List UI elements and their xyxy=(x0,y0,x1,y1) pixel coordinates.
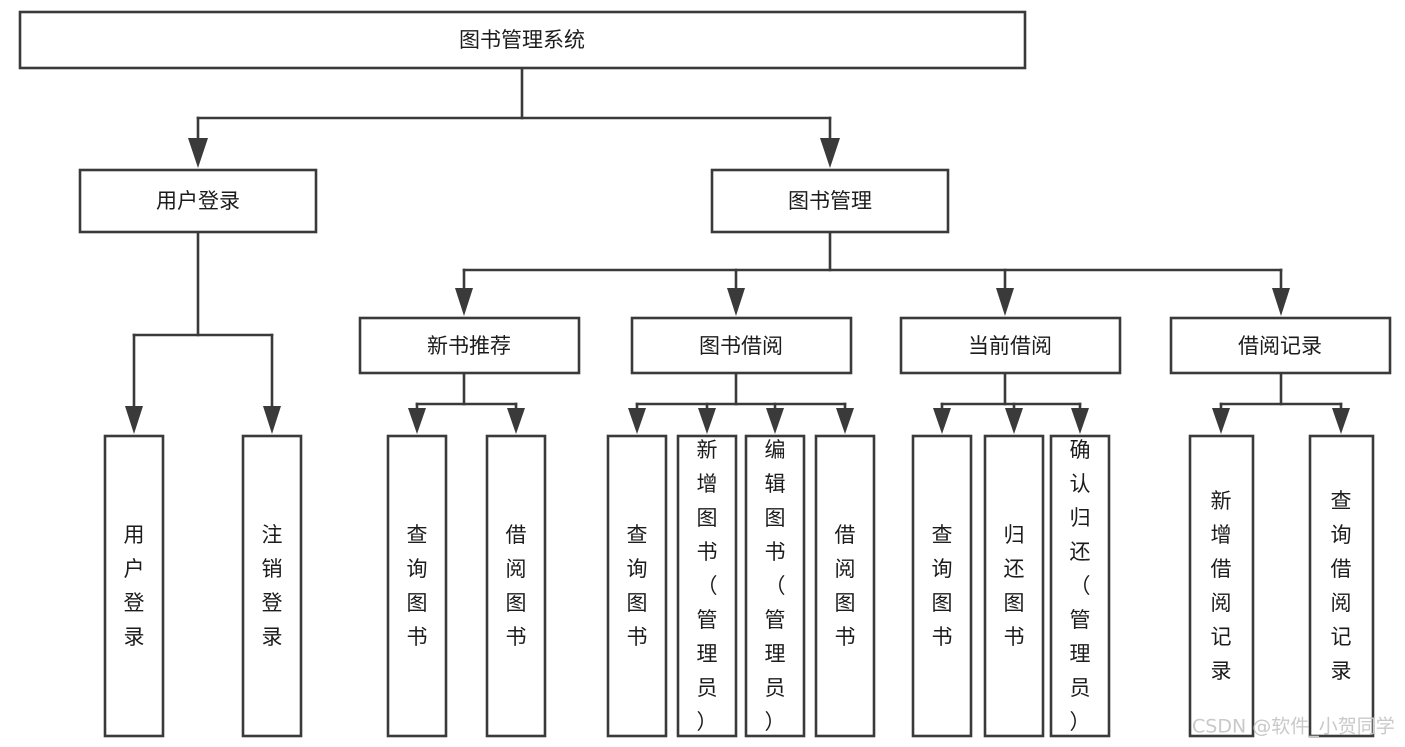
node-leaf-add-book-admin-label: 新增图书（管理员） xyxy=(697,438,718,734)
node-leaf-add-book-admin[interactable]: 新增图书（管理员） xyxy=(676,434,738,738)
node-leaf-edit-book-admin-box[interactable] xyxy=(744,434,806,738)
node-book-manage-box[interactable] xyxy=(710,168,950,234)
node-root[interactable]: 图书管理系统 xyxy=(18,10,1027,70)
node-leaf-return-book-label: 归还图书 xyxy=(1004,523,1025,649)
node-borrow-record-label: 借阅记录 xyxy=(1238,334,1322,358)
arrowhead-leaf-return-book xyxy=(1005,408,1023,434)
node-current-borrow-label: 当前借阅 xyxy=(968,334,1052,358)
leaf-layer: 用户登录 注销登录 查询图书 借阅图书 查询图书 新增图书（管理员） xyxy=(103,434,1375,738)
arrowhead-leaf-query-book-borrow xyxy=(628,408,646,434)
node-leaf-query-book-borrow-box[interactable] xyxy=(606,434,668,738)
node-leaf-confirm-return-admin-label: 确认归还（管理员） xyxy=(1070,438,1091,734)
node-leaf-add-book-admin-box[interactable] xyxy=(676,434,738,738)
arrowhead-leaf-query-book-current xyxy=(933,408,951,434)
node-leaf-borrow-book-rec-label: 借阅图书 xyxy=(506,523,527,649)
node-leaf-query-book-current-box[interactable] xyxy=(911,434,973,738)
node-new-book-rec-box[interactable] xyxy=(358,316,581,375)
node-leaf-confirm-return-admin-box[interactable] xyxy=(1049,434,1111,738)
node-user-login-label: 用户登录 xyxy=(156,189,240,213)
node-leaf-query-book-borrow-label: 查询图书 xyxy=(627,523,648,649)
arrowhead-leaf-borrow-book-rec xyxy=(507,408,525,434)
node-leaf-add-borrow-record-label: 新增借阅记录 xyxy=(1211,489,1232,683)
node-book-borrow-label: 图书借阅 xyxy=(699,334,783,358)
node-leaf-confirm-return-admin[interactable]: 确认归还（管理员） xyxy=(1049,434,1111,738)
node-leaf-query-book-rec-label: 查询图书 xyxy=(407,523,428,649)
node-borrow-record[interactable]: 借阅记录 xyxy=(1169,316,1392,375)
node-leaf-query-borrow-record[interactable]: 查询借阅记录 xyxy=(1308,434,1375,738)
node-leaf-add-borrow-record-box[interactable] xyxy=(1188,434,1255,738)
node-book-borrow-box[interactable] xyxy=(630,316,853,375)
node-book-manage-label: 图书管理 xyxy=(788,189,872,213)
node-leaf-query-book-current[interactable]: 查询图书 xyxy=(911,434,973,738)
node-leaf-logout-login[interactable]: 注销登录 xyxy=(241,434,303,738)
node-leaf-query-borrow-record-label: 查询借阅记录 xyxy=(1331,489,1352,683)
node-leaf-logout-login-box[interactable] xyxy=(241,434,303,738)
arrowhead-leaf-user-login xyxy=(125,406,143,434)
arrowhead-leaf-query-book-rec xyxy=(408,408,426,434)
node-leaf-return-book-box[interactable] xyxy=(983,434,1045,738)
arrowhead-leaf-query-borrow-record xyxy=(1332,408,1350,434)
node-leaf-user-login-box[interactable] xyxy=(103,434,165,738)
node-leaf-query-book-rec[interactable]: 查询图书 xyxy=(386,434,448,738)
arrowhead-book-manage xyxy=(820,138,840,168)
arrowhead-leaf-borrow-book xyxy=(836,408,854,434)
arrowhead-leaf-edit-book-admin xyxy=(766,408,784,434)
node-root-box[interactable] xyxy=(18,10,1027,70)
node-leaf-add-borrow-record[interactable]: 新增借阅记录 xyxy=(1188,434,1255,738)
node-leaf-edit-book-admin-label: 编辑图书（管理员） xyxy=(765,438,786,734)
arrowhead-leaf-confirm-return-admin xyxy=(1071,408,1089,434)
arrowhead-leaf-add-book-admin xyxy=(698,408,716,434)
arrowhead-user-login xyxy=(188,138,208,168)
arrowhead-leaf-logout-login xyxy=(263,406,281,434)
node-leaf-return-book[interactable]: 归还图书 xyxy=(983,434,1045,738)
arrowhead-book-borrow xyxy=(727,288,745,316)
node-leaf-user-login[interactable]: 用户登录 xyxy=(103,434,165,738)
node-current-borrow[interactable]: 当前借阅 xyxy=(899,316,1122,375)
arrowhead-current-borrow xyxy=(996,288,1014,316)
node-leaf-borrow-book-rec-box[interactable] xyxy=(485,434,547,738)
node-leaf-edit-book-admin[interactable]: 编辑图书（管理员） xyxy=(744,434,806,738)
node-leaf-borrow-book[interactable]: 借阅图书 xyxy=(814,434,876,738)
node-leaf-user-login-label: 用户登录 xyxy=(124,523,145,649)
csdn-watermark: CSDN @软件_小贺同学 xyxy=(1192,716,1395,738)
node-leaf-query-book-borrow[interactable]: 查询图书 xyxy=(606,434,668,738)
node-current-borrow-box[interactable] xyxy=(899,316,1122,375)
node-leaf-borrow-book-label: 借阅图书 xyxy=(835,523,856,649)
node-book-manage[interactable]: 图书管理 xyxy=(710,168,950,234)
node-leaf-query-borrow-record-box[interactable] xyxy=(1308,434,1375,738)
node-root-label: 图书管理系统 xyxy=(459,28,585,52)
arrowhead-new-book-rec xyxy=(455,288,473,316)
node-leaf-borrow-book-box[interactable] xyxy=(814,434,876,738)
node-book-borrow[interactable]: 图书借阅 xyxy=(630,316,853,375)
node-new-book-rec[interactable]: 新书推荐 xyxy=(358,316,581,375)
arrowhead-borrow-record xyxy=(1272,288,1290,316)
node-borrow-record-box[interactable] xyxy=(1169,316,1392,375)
node-user-login[interactable]: 用户登录 xyxy=(78,168,318,234)
node-leaf-query-book-current-label: 查询图书 xyxy=(932,523,953,649)
arrowhead-leaf-add-borrow-record xyxy=(1212,408,1230,434)
node-leaf-query-book-rec-box[interactable] xyxy=(386,434,448,738)
connector-layer xyxy=(125,66,1350,434)
node-leaf-logout-login-label: 注销登录 xyxy=(262,523,283,649)
node-leaf-borrow-book-rec[interactable]: 借阅图书 xyxy=(485,434,547,738)
node-user-login-box[interactable] xyxy=(78,168,318,234)
node-new-book-rec-label: 新书推荐 xyxy=(427,334,511,358)
